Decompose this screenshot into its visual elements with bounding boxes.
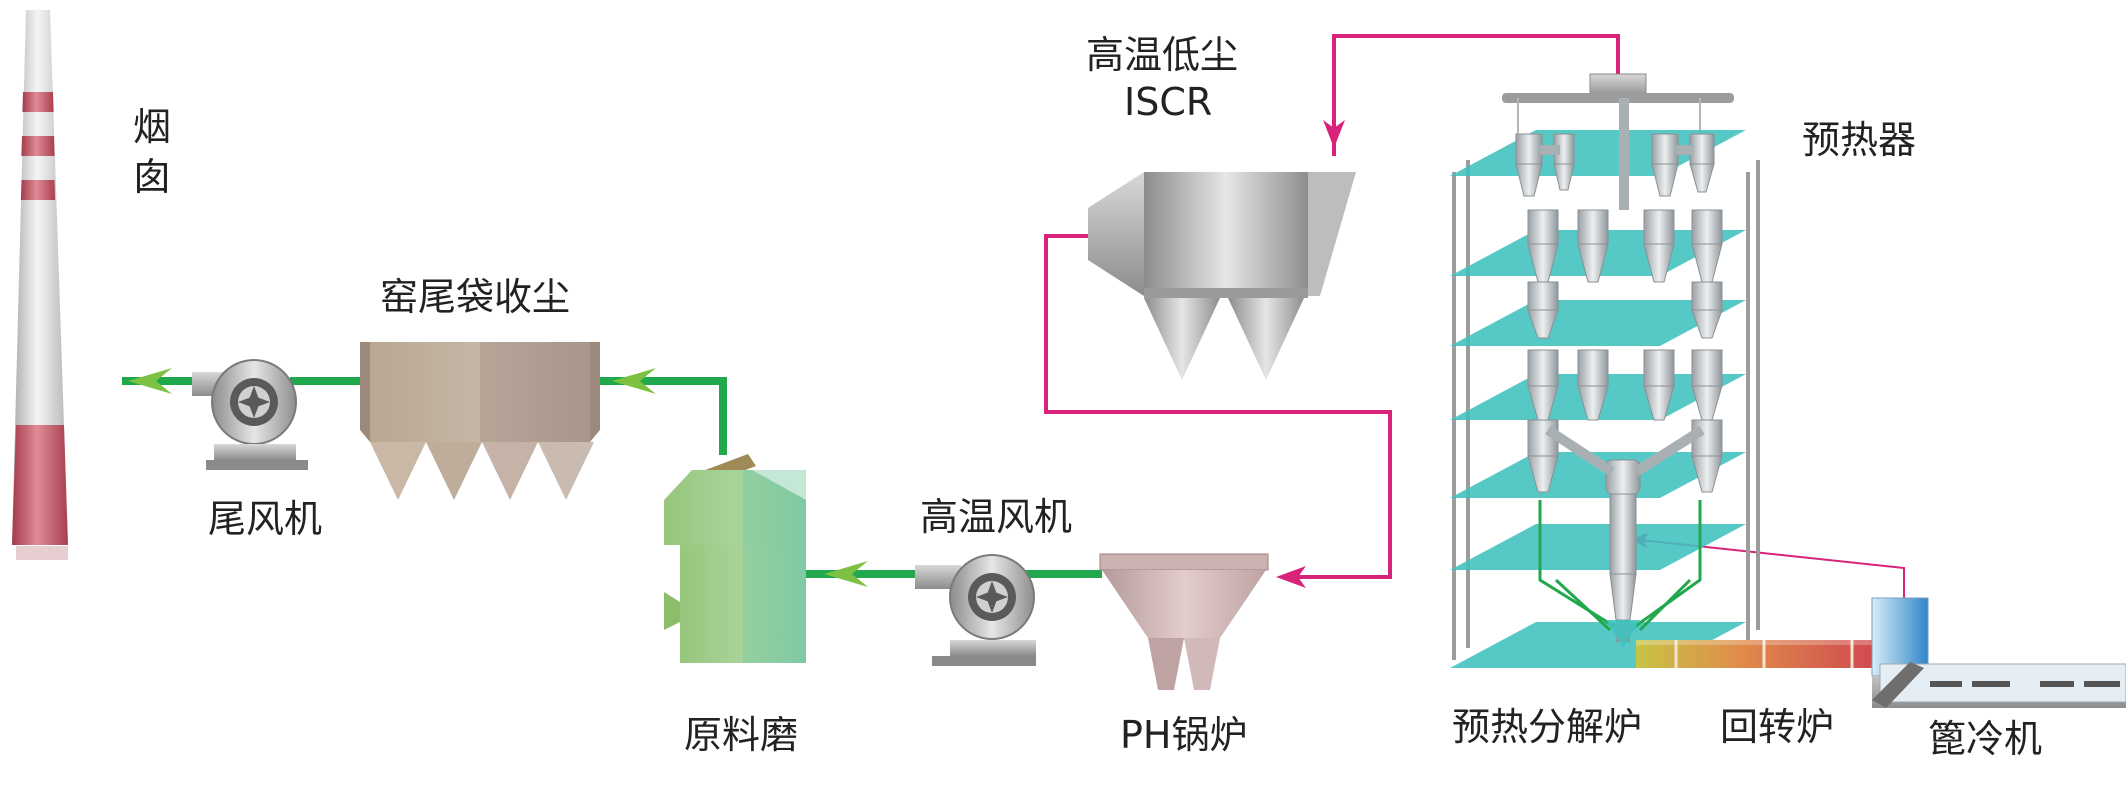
arrow-down-icon: [1323, 120, 1345, 148]
chimney-label-1: 烟: [133, 105, 171, 149]
rotary-kiln-label: 回转炉: [1720, 705, 1834, 749]
calciner-label: 预热分解炉: [1452, 705, 1642, 749]
arrow-left-icon: [612, 368, 656, 394]
grate-cooler: [1871, 597, 2126, 708]
chimney-band: [22, 92, 54, 112]
bag-filter-label: 窑尾袋收尘: [380, 275, 570, 319]
arrow-left-icon: [824, 561, 868, 587]
hot-fan: [915, 554, 1036, 666]
tail-fan-label: 尾风机: [208, 497, 322, 541]
tail-fan: [192, 359, 308, 470]
arrow-left-icon: [1276, 566, 1306, 588]
iscr-reactor: [1088, 172, 1356, 380]
raw-mill-label: 原料磨: [684, 713, 798, 757]
raw-mill: [664, 454, 806, 663]
bag-filter: [360, 342, 600, 500]
chimney-band: [21, 136, 55, 156]
chimney-label-2: 囱: [133, 155, 171, 199]
hot-fan-label: 高温风机: [920, 495, 1072, 539]
chimney-band: [20, 180, 56, 200]
rotary-kiln: [1636, 640, 1874, 668]
arrow-left-icon: [128, 368, 172, 394]
ph-boiler-label: PH锅炉: [1120, 713, 1248, 757]
scr-label-2: ISCR: [1124, 80, 1212, 124]
flow-arrows: [128, 368, 868, 587]
labels: 烟 囱 尾风机 窑尾袋收尘 原料磨 高温风机 PH锅炉 高温低尘 ISCR 预热…: [133, 33, 2042, 761]
preheater-label: 预热器: [1802, 118, 1916, 162]
preheater-tower: [1450, 73, 1760, 668]
chimney: [12, 10, 68, 560]
cyclones: [1515, 133, 1723, 621]
ph-boiler: [1099, 553, 1269, 690]
cooler-label: 篦冷机: [1928, 717, 2042, 761]
scr-loop-lines: [1044, 34, 1905, 601]
scr-label-1: 高温低尘: [1086, 33, 1238, 77]
